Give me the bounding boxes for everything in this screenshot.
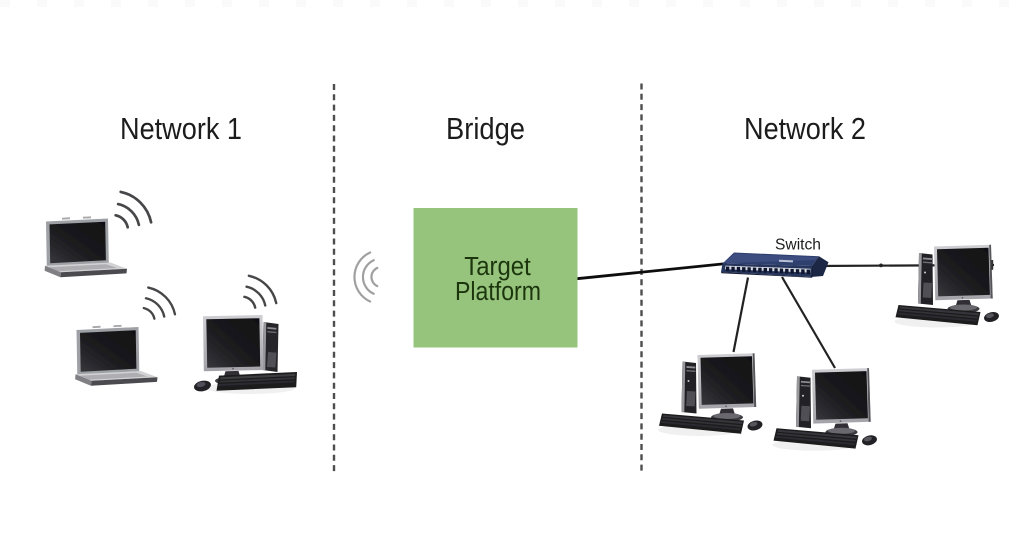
svg-text:Bridge: Bridge [446, 111, 525, 146]
svg-text:Platform: Platform [455, 278, 541, 306]
svg-text:Network 2: Network 2 [744, 111, 866, 146]
svg-text:Switch: Switch [775, 237, 821, 254]
svg-text:Network 1: Network 1 [120, 111, 242, 146]
svg-text:Target: Target [464, 253, 531, 281]
